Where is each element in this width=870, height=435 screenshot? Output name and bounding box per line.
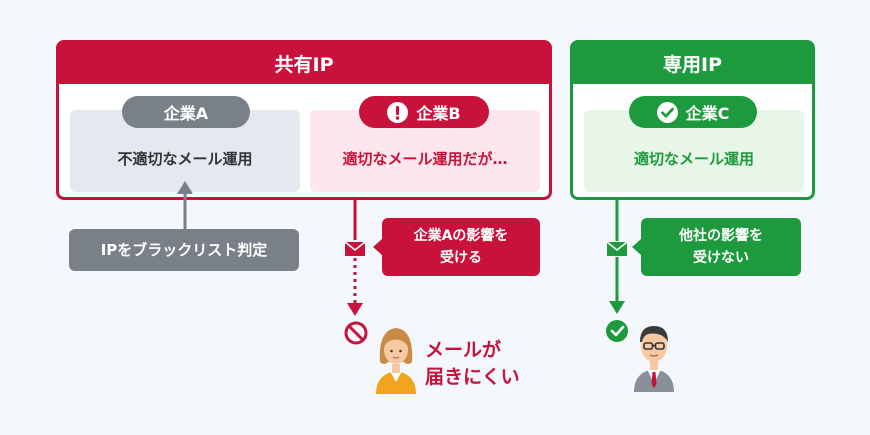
company-c-arrow-head — [609, 301, 625, 314]
company-b-label: 企業B — [416, 104, 461, 123]
company-a-status: 不適切なメール運用 — [117, 149, 253, 168]
callout-c: 他社の影響を 受けない — [632, 218, 801, 276]
company-b-pill: 企業B — [359, 96, 489, 128]
blacklist-arrow-head — [177, 181, 193, 194]
envelope-icon — [606, 241, 628, 257]
blacklist-label: IPをブラックリスト判定 — [100, 241, 268, 259]
callout-c-text: 他社の影響を 受けない — [679, 228, 763, 266]
no-entry-icon — [344, 321, 368, 345]
envelope-icon — [344, 241, 366, 257]
company-c-status: 適切なメール運用 — [633, 149, 754, 168]
callout-b: 企業Aの影響を 受ける — [373, 218, 540, 276]
result-b-text: メールが 届きにくい — [425, 339, 520, 388]
dedicated-ip-panel: 専用IP 適切なメール運用 企業C — [570, 40, 815, 200]
company-a-pill: 企業A — [122, 96, 250, 128]
company-b-arrow-head — [347, 303, 363, 316]
dedicated-ip-title: 専用IP — [572, 42, 813, 84]
company-c-pill: 企業C — [629, 96, 757, 128]
exclamation-circle-icon — [387, 101, 409, 123]
blacklist-label-box: IPをブラックリスト判定 — [69, 229, 299, 271]
company-a-label: 企業A — [163, 104, 209, 123]
callout-c-pointer — [632, 239, 641, 255]
check-delivered-icon — [606, 320, 628, 342]
shared-ip-panel: 共有IP 不適切なメール運用 企業A 適切なメール運用だが… 企業B — [56, 40, 552, 200]
man-avatar-icon — [634, 326, 674, 392]
woman-avatar-icon — [376, 328, 416, 394]
shared-ip-title: 共有IP — [58, 42, 550, 84]
callout-b-text: 企業Aの影響を 受ける — [413, 228, 509, 266]
callout-b-pointer — [373, 239, 382, 255]
check-circle-icon — [656, 101, 678, 123]
company-c-label: 企業C — [685, 104, 730, 123]
company-b-status: 適切なメール運用だが… — [342, 149, 508, 168]
